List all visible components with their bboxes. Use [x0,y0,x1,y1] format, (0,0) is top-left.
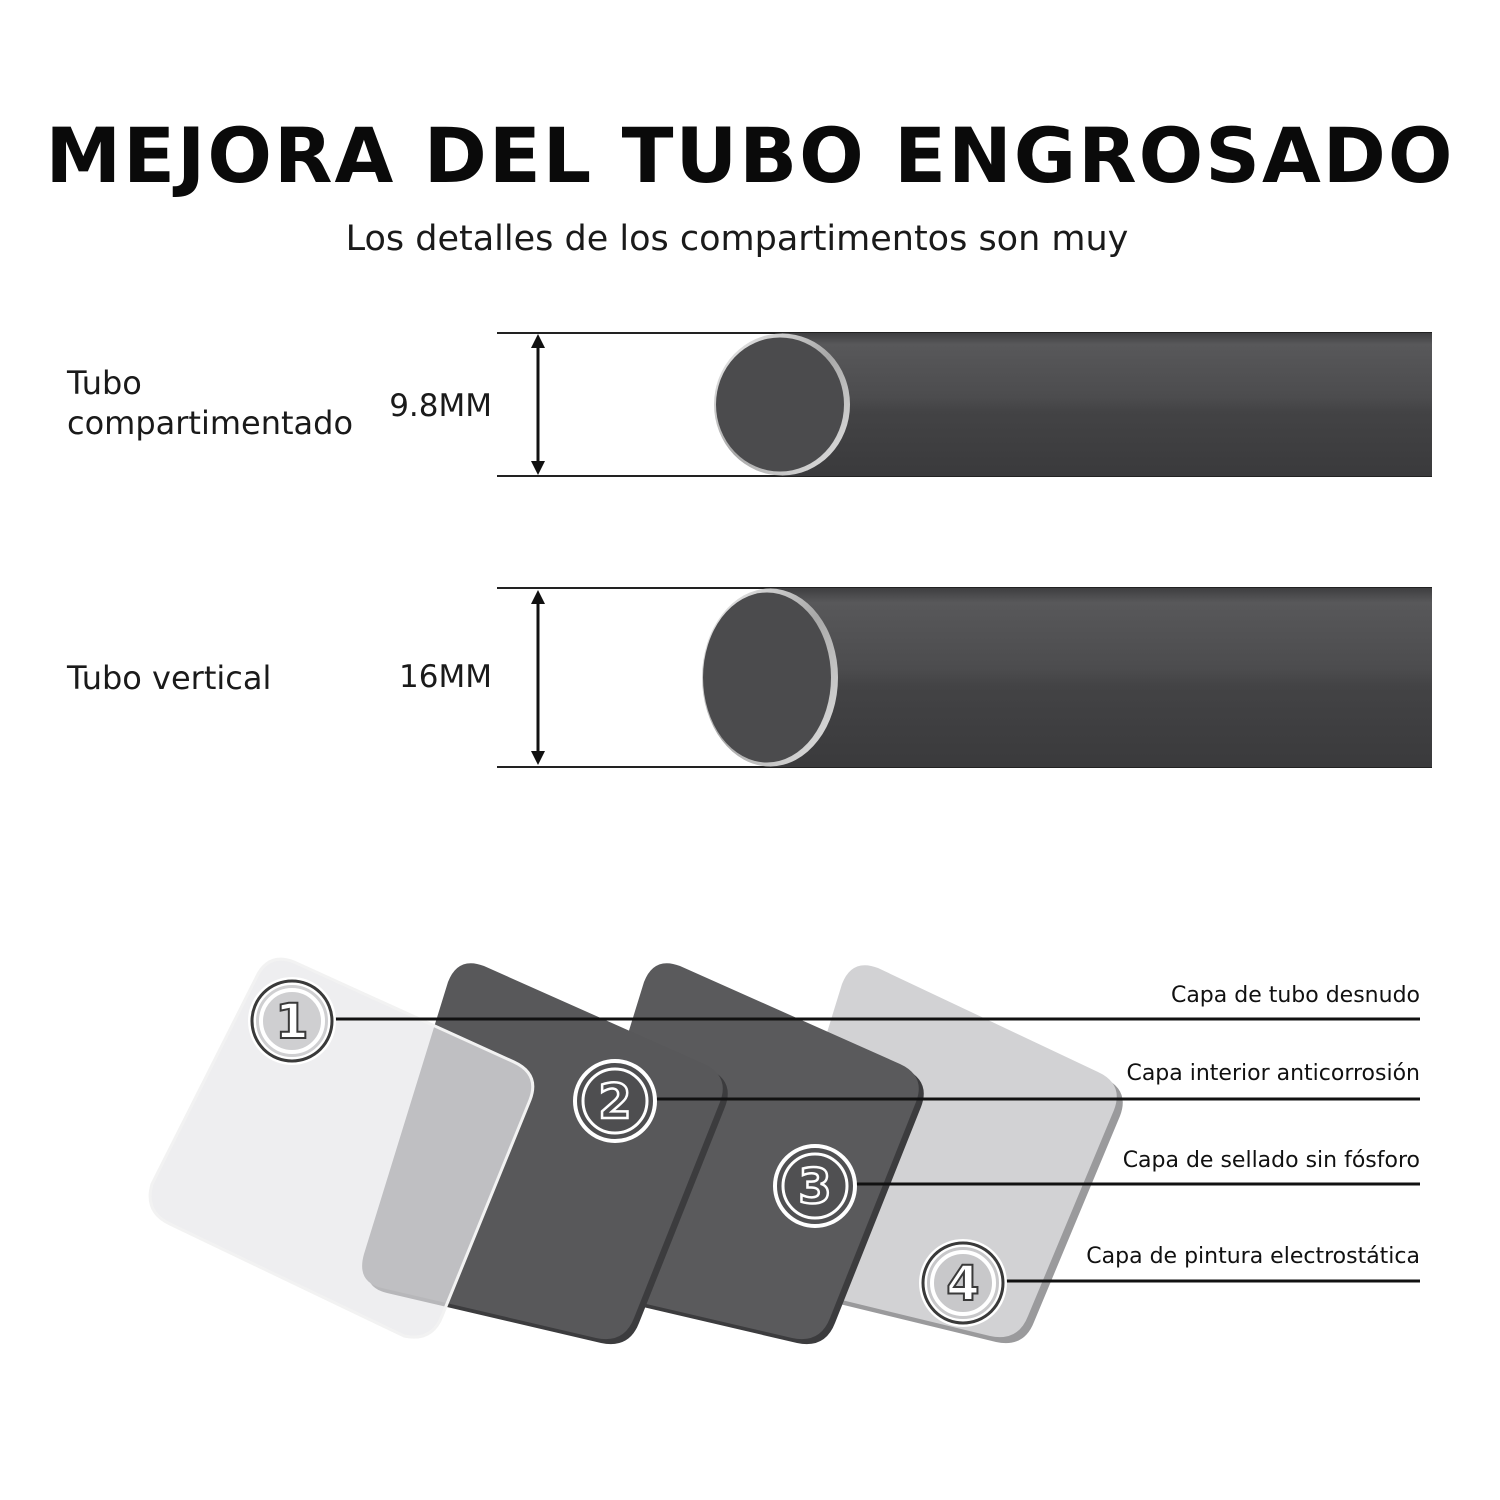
arrow-head-down [531,751,545,765]
layer-label-2: Capa interior anticorrosión [1126,1061,1420,1086]
layer-label-3: Capa de sellado sin fósforo [1122,1148,1420,1173]
badge-number: 2 [598,1074,631,1130]
tube-compartment-graphic [497,332,1432,477]
layers-graphic: 1 2 3 4 [148,957,1420,1345]
tube-end-face [716,337,844,472]
tube-label-line2: compartimentado [67,404,354,442]
badge-number: 4 [946,1256,979,1312]
arrow-head-up [531,334,545,348]
page-title: MEJORA DEL TUBO ENGROSADO [45,111,1455,200]
page-subtitle: Los detalles de los compartimentos son m… [345,219,1129,259]
arrow-head-up [531,590,545,604]
layer-label-4: Capa de pintura electrostática [1086,1244,1420,1269]
tube-end-face [703,592,831,763]
layer-label-1: Capa de tubo desnudo [1170,983,1420,1008]
tube-vertical-graphic [497,587,1432,768]
badge-number: 3 [798,1159,831,1215]
tube-label-vertical: Tubo vertical [67,659,272,697]
tube-body [782,333,1432,476]
layer-1-plate [148,957,535,1339]
layer-number-badge-2: 2 [573,1059,657,1143]
badge-number: 1 [275,994,308,1050]
layer-number-badge-4: 4 [919,1239,1007,1327]
tube-label-line1: Tubo [67,364,142,402]
arrow-head-down [531,461,545,475]
tube-body [770,588,1432,767]
tube-dimension-vertical: 16MM [399,659,492,695]
layer-number-badge-1: 1 [248,977,336,1065]
tube-label-compartment: Tubo compartimentado [67,363,353,443]
tube-dimension-compartment: 9.8MM [389,388,492,424]
layer-number-badge-3: 3 [773,1144,857,1228]
